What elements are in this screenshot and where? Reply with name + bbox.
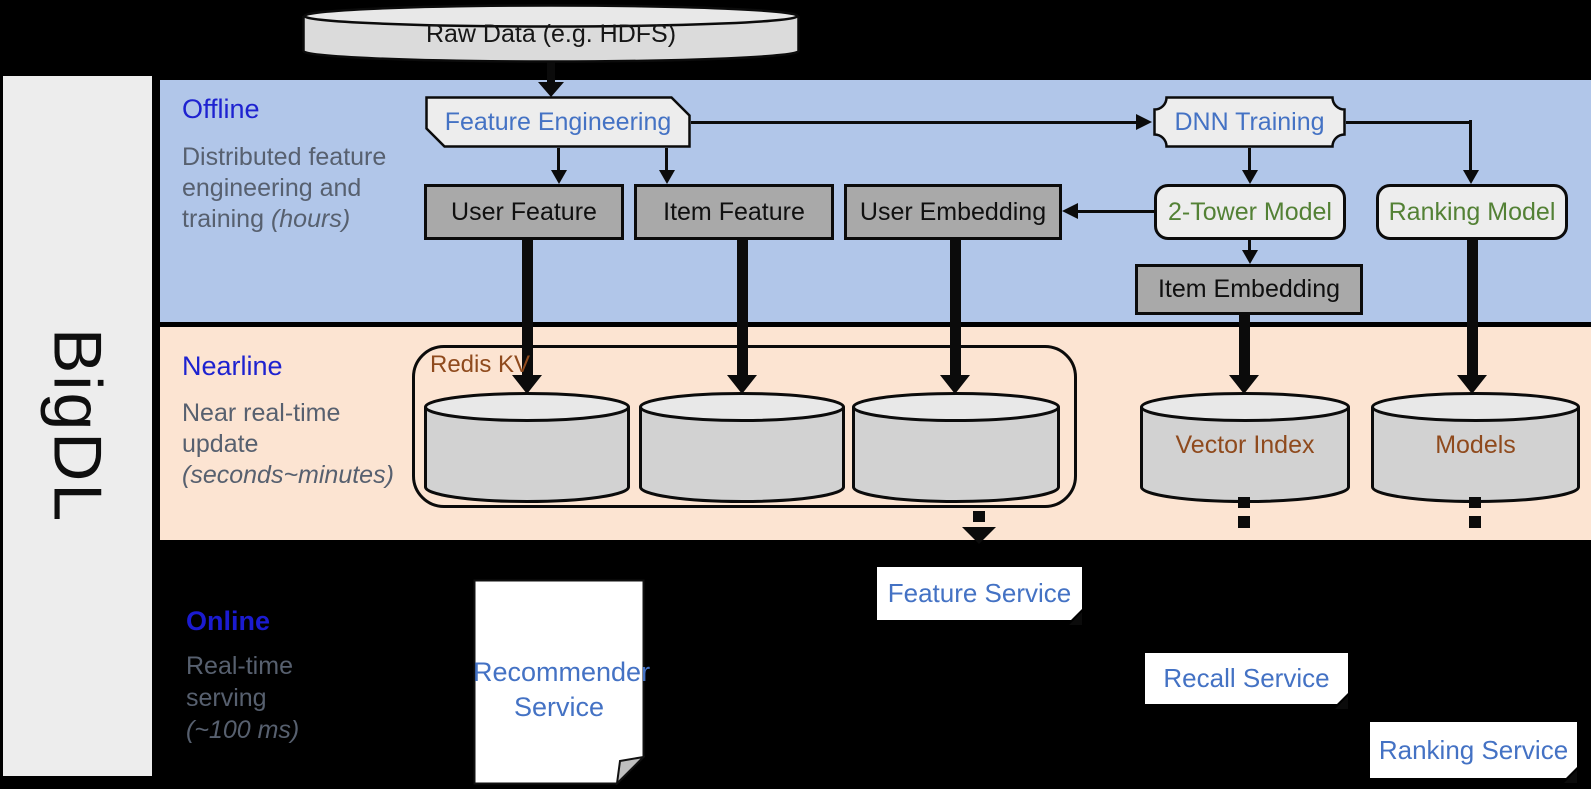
feature-service-fold-icon xyxy=(1069,612,1082,625)
feature-engineering-node xyxy=(425,96,691,148)
arrow-rawdata-to-fe-head xyxy=(538,82,564,97)
dnn-training-label: DNN Training xyxy=(1174,107,1325,136)
bigdl-logo-text: BigDL xyxy=(39,328,116,524)
redis-kv-container xyxy=(412,345,1077,508)
models-cylinder xyxy=(1371,392,1580,503)
ranking-service-node: Ranking Service xyxy=(1370,722,1577,778)
arrow-dnn-to-rankingmodel-head xyxy=(1463,170,1479,184)
recommender-service-node xyxy=(473,579,645,785)
offline-description: Distributed feature engineering and trai… xyxy=(182,143,387,233)
recall-service-node: Recall Service xyxy=(1145,653,1348,704)
kv-cylinder-3 xyxy=(852,392,1060,503)
dashed-connector-kv-arrowhead xyxy=(962,527,996,544)
connector-itemembedding-arrowhead xyxy=(1229,375,1259,394)
recall-service-fold-icon xyxy=(1335,696,1348,709)
arrow-dnn-to-rankingmodel-vsegment xyxy=(1469,120,1472,170)
dashed-connector-vectorindex-2 xyxy=(1238,516,1250,528)
redis-kv-label: Redis KV xyxy=(430,351,531,378)
feature-engineering-label: Feature Engineering xyxy=(444,107,672,136)
connector-itemembedding-to-vectorindex xyxy=(1239,315,1250,376)
arrow-rawdata-to-fe-shaft xyxy=(547,62,555,84)
arrow-twotower-to-itemembedding-shaft xyxy=(1248,240,1251,252)
arrow-twotower-to-userembedding-head xyxy=(1062,203,1078,219)
dashed-connector-models-2 xyxy=(1469,516,1481,528)
two-tower-model-node: 2-Tower Model xyxy=(1154,184,1346,240)
user-embedding-node: User Embedding xyxy=(844,184,1062,240)
arrow-fe-to-dnn-head xyxy=(1136,114,1152,130)
arrow-twotower-to-itemembedding-head xyxy=(1242,250,1258,264)
arrow-twotower-to-userembedding-shaft xyxy=(1078,209,1154,213)
connector-userembedding-to-kv xyxy=(950,240,961,376)
arrow-fe-to-userfeature-shaft xyxy=(557,148,560,172)
dashed-connector-models-1 xyxy=(1469,497,1481,508)
item-embedding-node: Item Embedding xyxy=(1135,264,1363,315)
dnn-training-node xyxy=(1153,96,1346,148)
raw-data-cylinder xyxy=(302,4,800,63)
connector-rankingmodel-to-models xyxy=(1467,240,1478,376)
ranking-model-node: Ranking Model xyxy=(1376,184,1568,240)
arrow-dnn-to-rankingmodel-hsegment xyxy=(1346,120,1472,124)
arrow-fe-to-itemfeature-head xyxy=(659,170,675,184)
connector-userfeature-to-kv xyxy=(522,240,533,376)
online-title: Online xyxy=(186,606,271,636)
item-feature-node: Item Feature xyxy=(634,184,834,240)
nearline-description: Near real-time update (seconds~minutes) xyxy=(182,399,394,489)
vector-index-label: Vector Index xyxy=(1175,430,1315,459)
dashed-connector-vectorindex-1 xyxy=(1238,497,1250,508)
connector-userembedding-arrowhead xyxy=(940,375,970,394)
arrow-fe-to-dnn-shaft xyxy=(691,120,1138,124)
raw-data-label: Raw Data (e.g. HDFS) xyxy=(425,19,677,48)
nearline-title: Nearline xyxy=(182,351,283,381)
connector-itemfeature-to-kv xyxy=(737,240,748,376)
feature-service-node: Feature Service xyxy=(877,567,1082,620)
dashed-connector-kv-segment xyxy=(973,511,985,522)
arrow-dnn-to-twotower-head xyxy=(1242,170,1258,184)
user-feature-node: User Feature xyxy=(424,184,624,240)
kv-cylinder-2 xyxy=(639,392,845,503)
connector-rankingmodel-arrowhead xyxy=(1457,375,1487,394)
connector-itemfeature-arrowhead xyxy=(727,375,757,394)
arrow-fe-to-userfeature-head xyxy=(551,170,567,184)
recommender-service-label: Recommender Service xyxy=(473,657,651,722)
models-label: Models xyxy=(1435,430,1516,459)
offline-title: Offline xyxy=(182,94,260,124)
online-description: Real-time serving (~100 ms) xyxy=(186,652,300,744)
kv-cylinder-1 xyxy=(424,392,630,503)
arrow-dnn-to-twotower-shaft xyxy=(1248,148,1251,172)
connector-userfeature-arrowhead xyxy=(512,375,542,394)
arrow-fe-to-itemfeature-shaft xyxy=(665,148,668,172)
bigdl-sidebar: BigDL xyxy=(3,76,152,776)
ranking-service-fold-icon xyxy=(1564,770,1577,783)
